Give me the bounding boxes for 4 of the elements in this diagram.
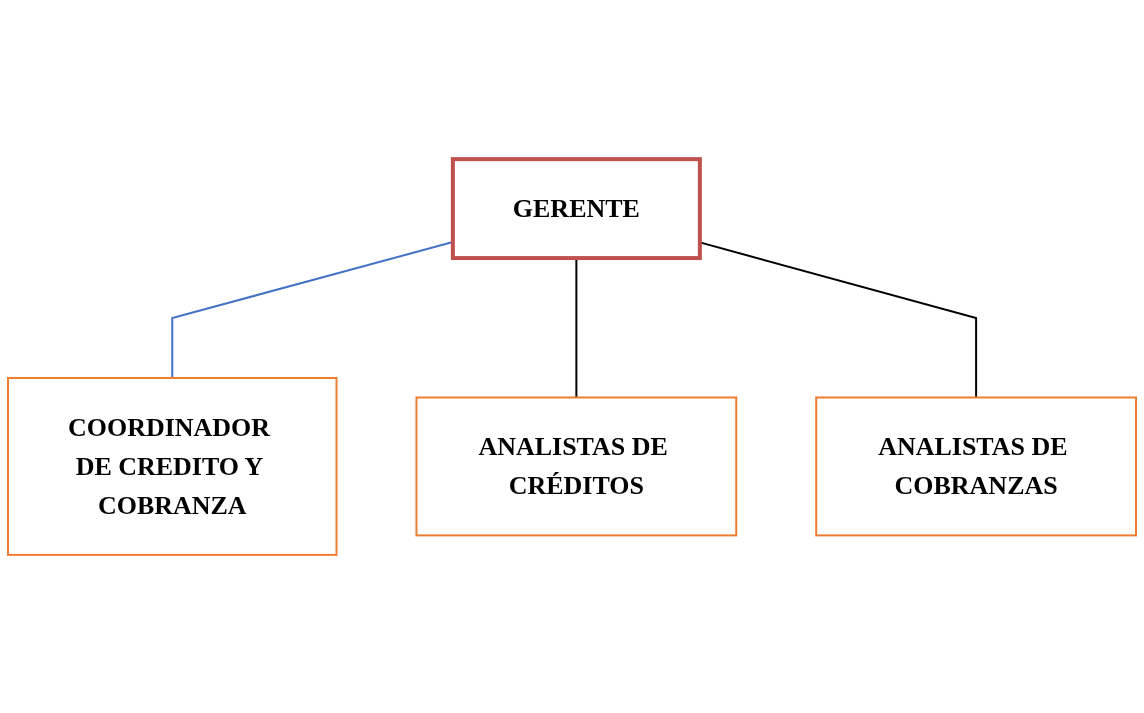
node-box: COORDINADOR DE CREDITO Y COBRANZA: [7, 376, 338, 556]
node-box: ANALISTAS DE COBRANZAS: [815, 395, 1137, 536]
node-box: GERENTE: [450, 156, 702, 260]
node-box: ANALISTAS DE CRÉDITOS: [415, 395, 738, 536]
